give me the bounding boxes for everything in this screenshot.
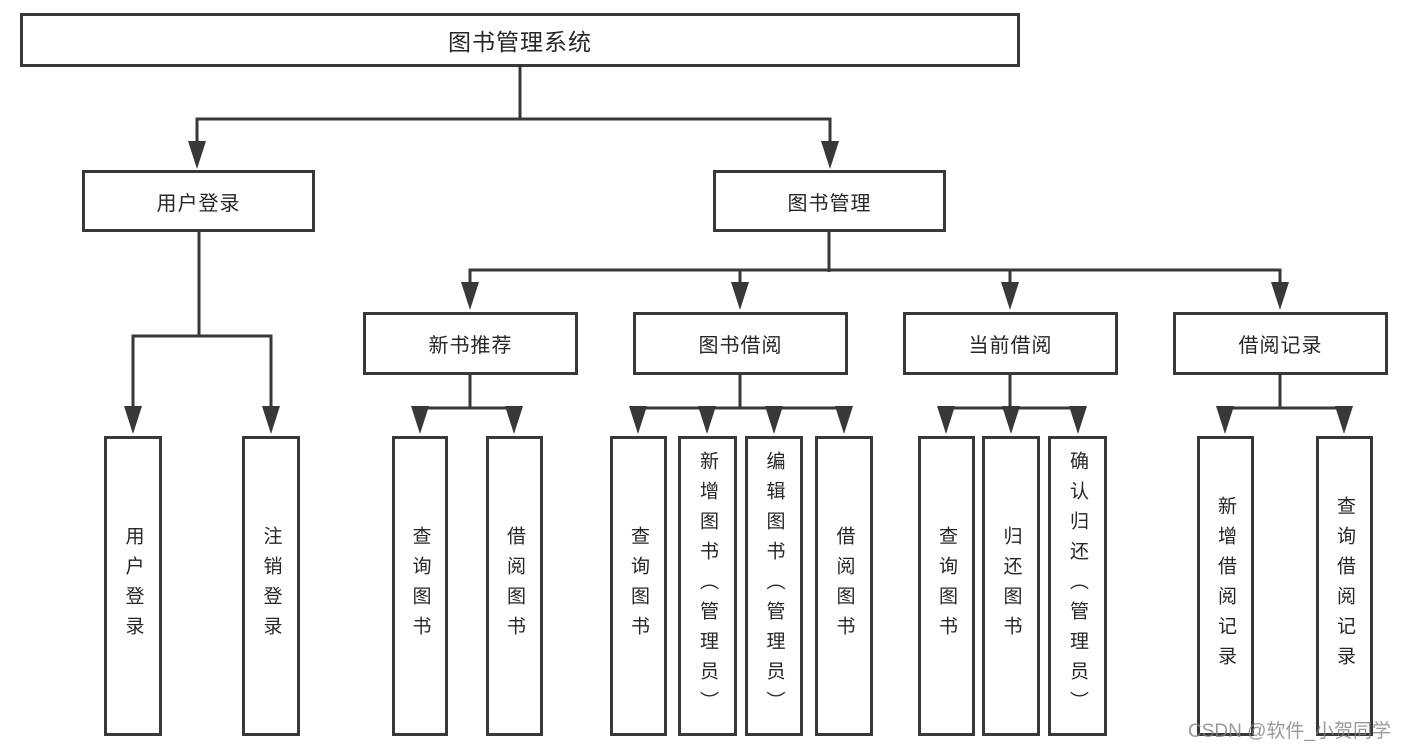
leaf-borrow-books: 借阅图书 (815, 436, 873, 736)
leaf-edit-books-admin: 编辑图书（管理员） (745, 436, 803, 736)
leaf-borrow-books: 借阅图书 (486, 436, 543, 736)
leaf-query-books: 查询图书 (610, 436, 667, 736)
leaf-query-borrow-record: 查询借阅记录 (1316, 436, 1373, 736)
leaf-logout-login: 注销登录 (242, 436, 300, 736)
node-label: 编辑图书（管理员） (763, 451, 785, 721)
node-label: 图书借阅 (698, 335, 783, 357)
node-borrowing-records: 借阅记录 (1173, 312, 1388, 375)
node-label: 借阅记录 (1238, 335, 1323, 357)
node-library-management-system: 图书管理系统 (20, 13, 1020, 67)
leaf-query-books: 查询图书 (918, 436, 975, 736)
leaf-query-books: 查询图书 (392, 436, 448, 736)
leaf-return-books: 归还图书 (982, 436, 1040, 736)
node-label: 注销登录 (260, 526, 282, 646)
node-book-management: 图书管理 (713, 170, 946, 232)
node-label: 图书管理 (787, 192, 872, 215)
node-current-borrowing: 当前借阅 (903, 312, 1118, 375)
leaf-confirm-return-admin: 确认归还（管理员） (1048, 436, 1107, 736)
node-label: 当前借阅 (968, 335, 1053, 357)
node-label: 新书推荐 (428, 335, 513, 357)
leaf-add-borrow-record: 新增借阅记录 (1197, 436, 1254, 736)
node-label: 用户登录 (156, 192, 241, 215)
node-book-borrowing: 图书借阅 (633, 312, 848, 375)
node-label: 新增图书（管理员） (697, 451, 718, 721)
node-label: 借阅图书 (833, 526, 855, 646)
node-user-login: 用户登录 (82, 170, 315, 232)
node-label: 查询图书 (936, 526, 957, 646)
node-label: 归还图书 (1000, 526, 1022, 646)
node-label: 图书管理系统 (448, 29, 592, 55)
node-label: 查询图书 (409, 526, 431, 646)
node-label: 新增借阅记录 (1215, 496, 1236, 676)
leaf-user-login: 用户登录 (104, 436, 162, 736)
node-label: 查询图书 (628, 526, 649, 646)
node-label: 查询借阅记录 (1334, 496, 1355, 676)
node-new-book-recommend: 新书推荐 (363, 312, 578, 375)
csdn-watermark: CSDN @软件_小贺同学 (1188, 721, 1391, 742)
node-label: 借阅图书 (504, 526, 525, 646)
leaf-add-books-admin: 新增图书（管理员） (678, 436, 737, 736)
node-label: 用户登录 (122, 526, 144, 646)
arrowheads (124, 141, 1353, 434)
node-label: 确认归还（管理员） (1067, 451, 1088, 721)
